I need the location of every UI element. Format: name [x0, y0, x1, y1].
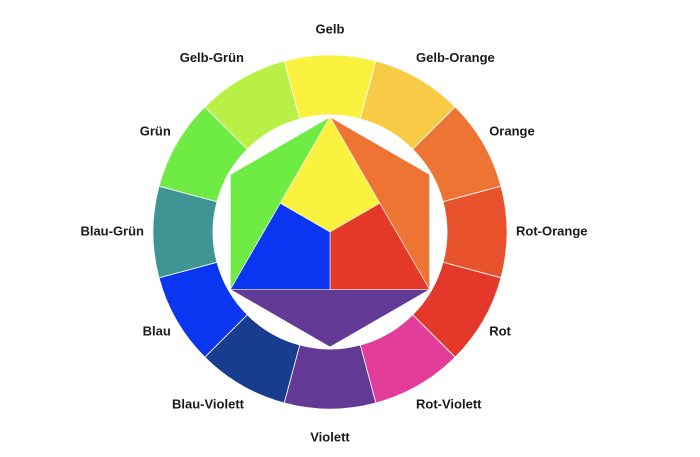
ring-segment-gelb-gr-n — [204, 60, 301, 150]
color-ring — [152, 54, 508, 410]
ring-segment-violett — [283, 344, 377, 410]
segment-labels: GelbGelb-OrangeOrangeRot-OrangeRotRot-Vi… — [80, 21, 587, 444]
segment-label-blau-gr-n: Blau-Grün — [80, 223, 144, 238]
segment-label-orange: Orange — [489, 123, 535, 138]
inner-color-figure — [229, 116, 431, 348]
ring-segment-blau-gr-n — [152, 185, 218, 279]
segment-label-rot: Rot — [489, 323, 511, 338]
ring-segment-gelb — [283, 54, 377, 120]
segment-label-blau-violett: Blau-Violett — [172, 397, 245, 412]
ring-segment-rot-orange — [442, 185, 508, 279]
segment-label-gelb: Gelb — [316, 21, 345, 36]
segment-label-rot-violett: Rot-Violett — [416, 397, 482, 412]
segment-label-blau: Blau — [143, 323, 171, 338]
inner-primary-blue-region — [229, 202, 331, 290]
segment-label-gelb-orange: Gelb-Orange — [416, 50, 495, 65]
segment-label-gr-n: Grün — [140, 123, 171, 138]
segment-label-gelb-gr-n: Gelb-Grün — [180, 50, 244, 65]
segment-label-violett: Violett — [310, 429, 350, 444]
segment-label-rot-orange: Rot-Orange — [516, 223, 588, 238]
